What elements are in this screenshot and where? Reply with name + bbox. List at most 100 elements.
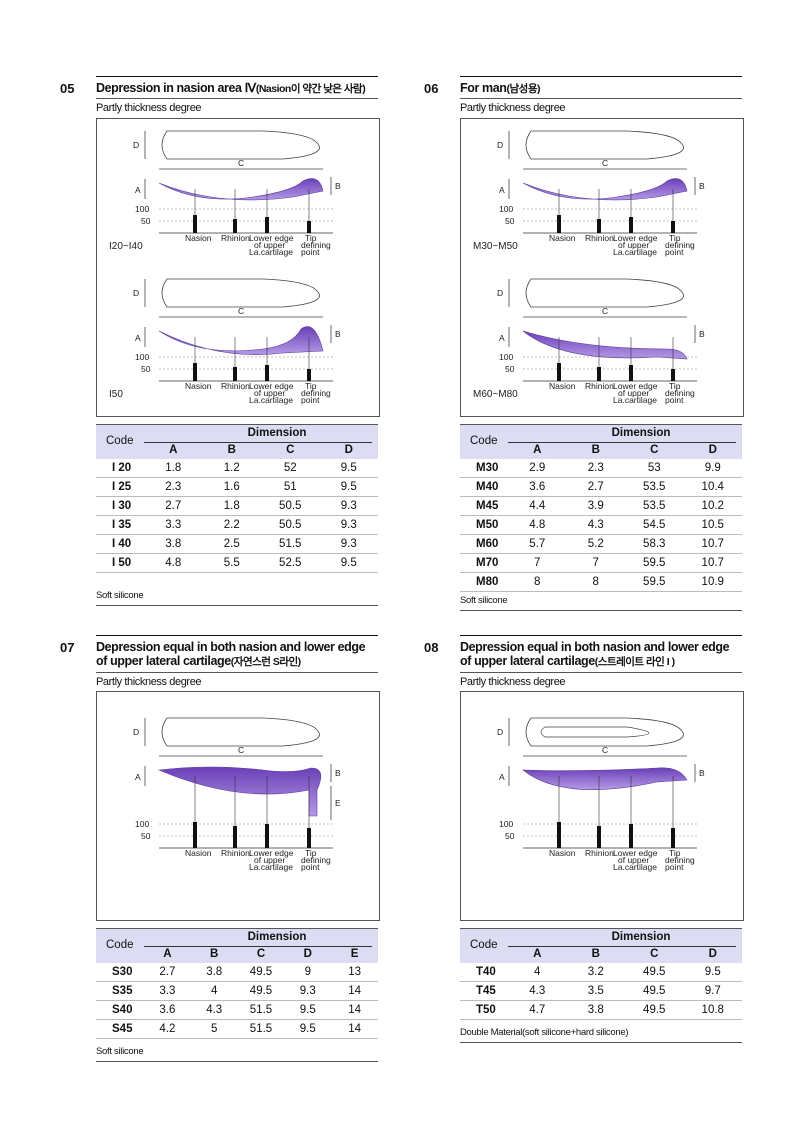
label-tip: point (301, 862, 320, 872)
row-code: T40 (476, 966, 496, 978)
label-rhinion: Rhinion (221, 381, 250, 391)
dimension-b-label: B (335, 329, 341, 339)
table-cell: 10.8 (701, 1004, 724, 1016)
table-cell: 10.7 (701, 557, 724, 569)
marker-bar (265, 217, 269, 233)
header-divider (144, 442, 372, 443)
column-header: C (650, 948, 659, 960)
row-code: I 20 (112, 462, 132, 474)
label-rhinion: Rhinion (585, 233, 614, 243)
table-cell: 2.7 (587, 481, 604, 493)
implant-outline (161, 717, 320, 747)
table-spacer (96, 573, 378, 587)
table-cell: 49.5 (643, 1004, 666, 1016)
code-header: Code (106, 939, 134, 951)
dimension-b-label: B (699, 181, 705, 191)
marker-bar (193, 822, 197, 848)
dimension-d-label: D (497, 288, 503, 298)
figure-label: M30~M50 (473, 241, 518, 252)
marker-bar (597, 219, 601, 233)
label-nasion: Nasion (549, 381, 576, 391)
label-lower-edge: of upper (618, 240, 649, 250)
column-header: D (708, 444, 717, 456)
implant-outline (525, 130, 684, 160)
table-cell: 14 (348, 985, 361, 997)
table-cell: 8 (534, 576, 541, 588)
section-subtitle: Partly thickness degree (96, 672, 378, 688)
figure-label: I50 (109, 389, 123, 400)
table-cell: 2.3 (587, 462, 604, 474)
dimension-d-label: D (497, 140, 503, 150)
label-rhinion: Rhinion (221, 848, 250, 858)
marker-bar (233, 367, 237, 381)
section-title: Depression equal in both nasion and lowe… (96, 635, 378, 669)
table-cell: 58.3 (643, 538, 666, 550)
label-tip: defining (301, 388, 331, 398)
table-cell: 2.7 (159, 966, 176, 978)
marker-bar (265, 365, 269, 381)
column-header: B (210, 948, 219, 960)
implant-profile (158, 326, 324, 355)
implant-outline (525, 717, 684, 747)
label-rhinion: Rhinion (585, 381, 614, 391)
column-header: D (344, 444, 353, 456)
table-cell: 1.6 (223, 481, 240, 493)
table-cell: 2.2 (223, 519, 240, 531)
table-cell: 9.5 (340, 557, 357, 569)
marker-bar (597, 367, 601, 381)
table-cell: 49.5 (643, 985, 666, 997)
table-cell: 5 (210, 1023, 218, 1035)
section-subtitle: Partly thickness degree (460, 672, 742, 688)
column-header: C (256, 948, 266, 960)
label-tip: point (665, 395, 684, 405)
section-number: 06 (424, 81, 439, 96)
table-cell: 1.8 (223, 500, 240, 512)
section-number: 07 (60, 640, 75, 655)
code-header: Code (470, 939, 498, 951)
label-nasion: Nasion (549, 848, 576, 858)
code-header: Code (470, 435, 498, 447)
row-code: T50 (476, 1004, 496, 1016)
table-cell: 3.8 (206, 966, 223, 978)
label-tip: defining (665, 855, 695, 865)
row-code: S35 (112, 985, 133, 997)
table-cell: 5.7 (529, 538, 546, 550)
marker-bar (629, 824, 633, 848)
material-note: Soft silicone (460, 592, 742, 611)
label-tip: Tip (669, 848, 681, 858)
table-cell: 3.3 (159, 985, 176, 997)
dimension-a-label: A (499, 185, 505, 195)
label-nasion: Nasion (185, 848, 212, 858)
label-lower-edge: Lower edge (249, 848, 294, 858)
row-code: I 35 (112, 519, 132, 531)
row-code: M80 (476, 576, 499, 588)
column-header: E (350, 948, 359, 960)
label-tip: Tip (669, 233, 681, 243)
label-lower-edge: of upper (618, 388, 649, 398)
dimension-a-label: A (135, 333, 141, 343)
label-tip: point (665, 247, 684, 257)
column-header: D (708, 948, 717, 960)
table-cell: 4.8 (165, 557, 182, 569)
table-cell: 1.8 (165, 462, 182, 474)
section-title: Depression equal in both nasion and lowe… (460, 635, 742, 669)
dimension-header: Dimension (247, 427, 307, 439)
label-tip: point (665, 862, 684, 872)
column-header: A (169, 444, 178, 456)
axis-label-50: 50 (505, 216, 515, 226)
marker-bar (629, 217, 633, 233)
implant-profile (522, 178, 688, 201)
section-title: Depression in nasion area Ⅳ(Nasion이 약간 낮… (96, 76, 378, 96)
